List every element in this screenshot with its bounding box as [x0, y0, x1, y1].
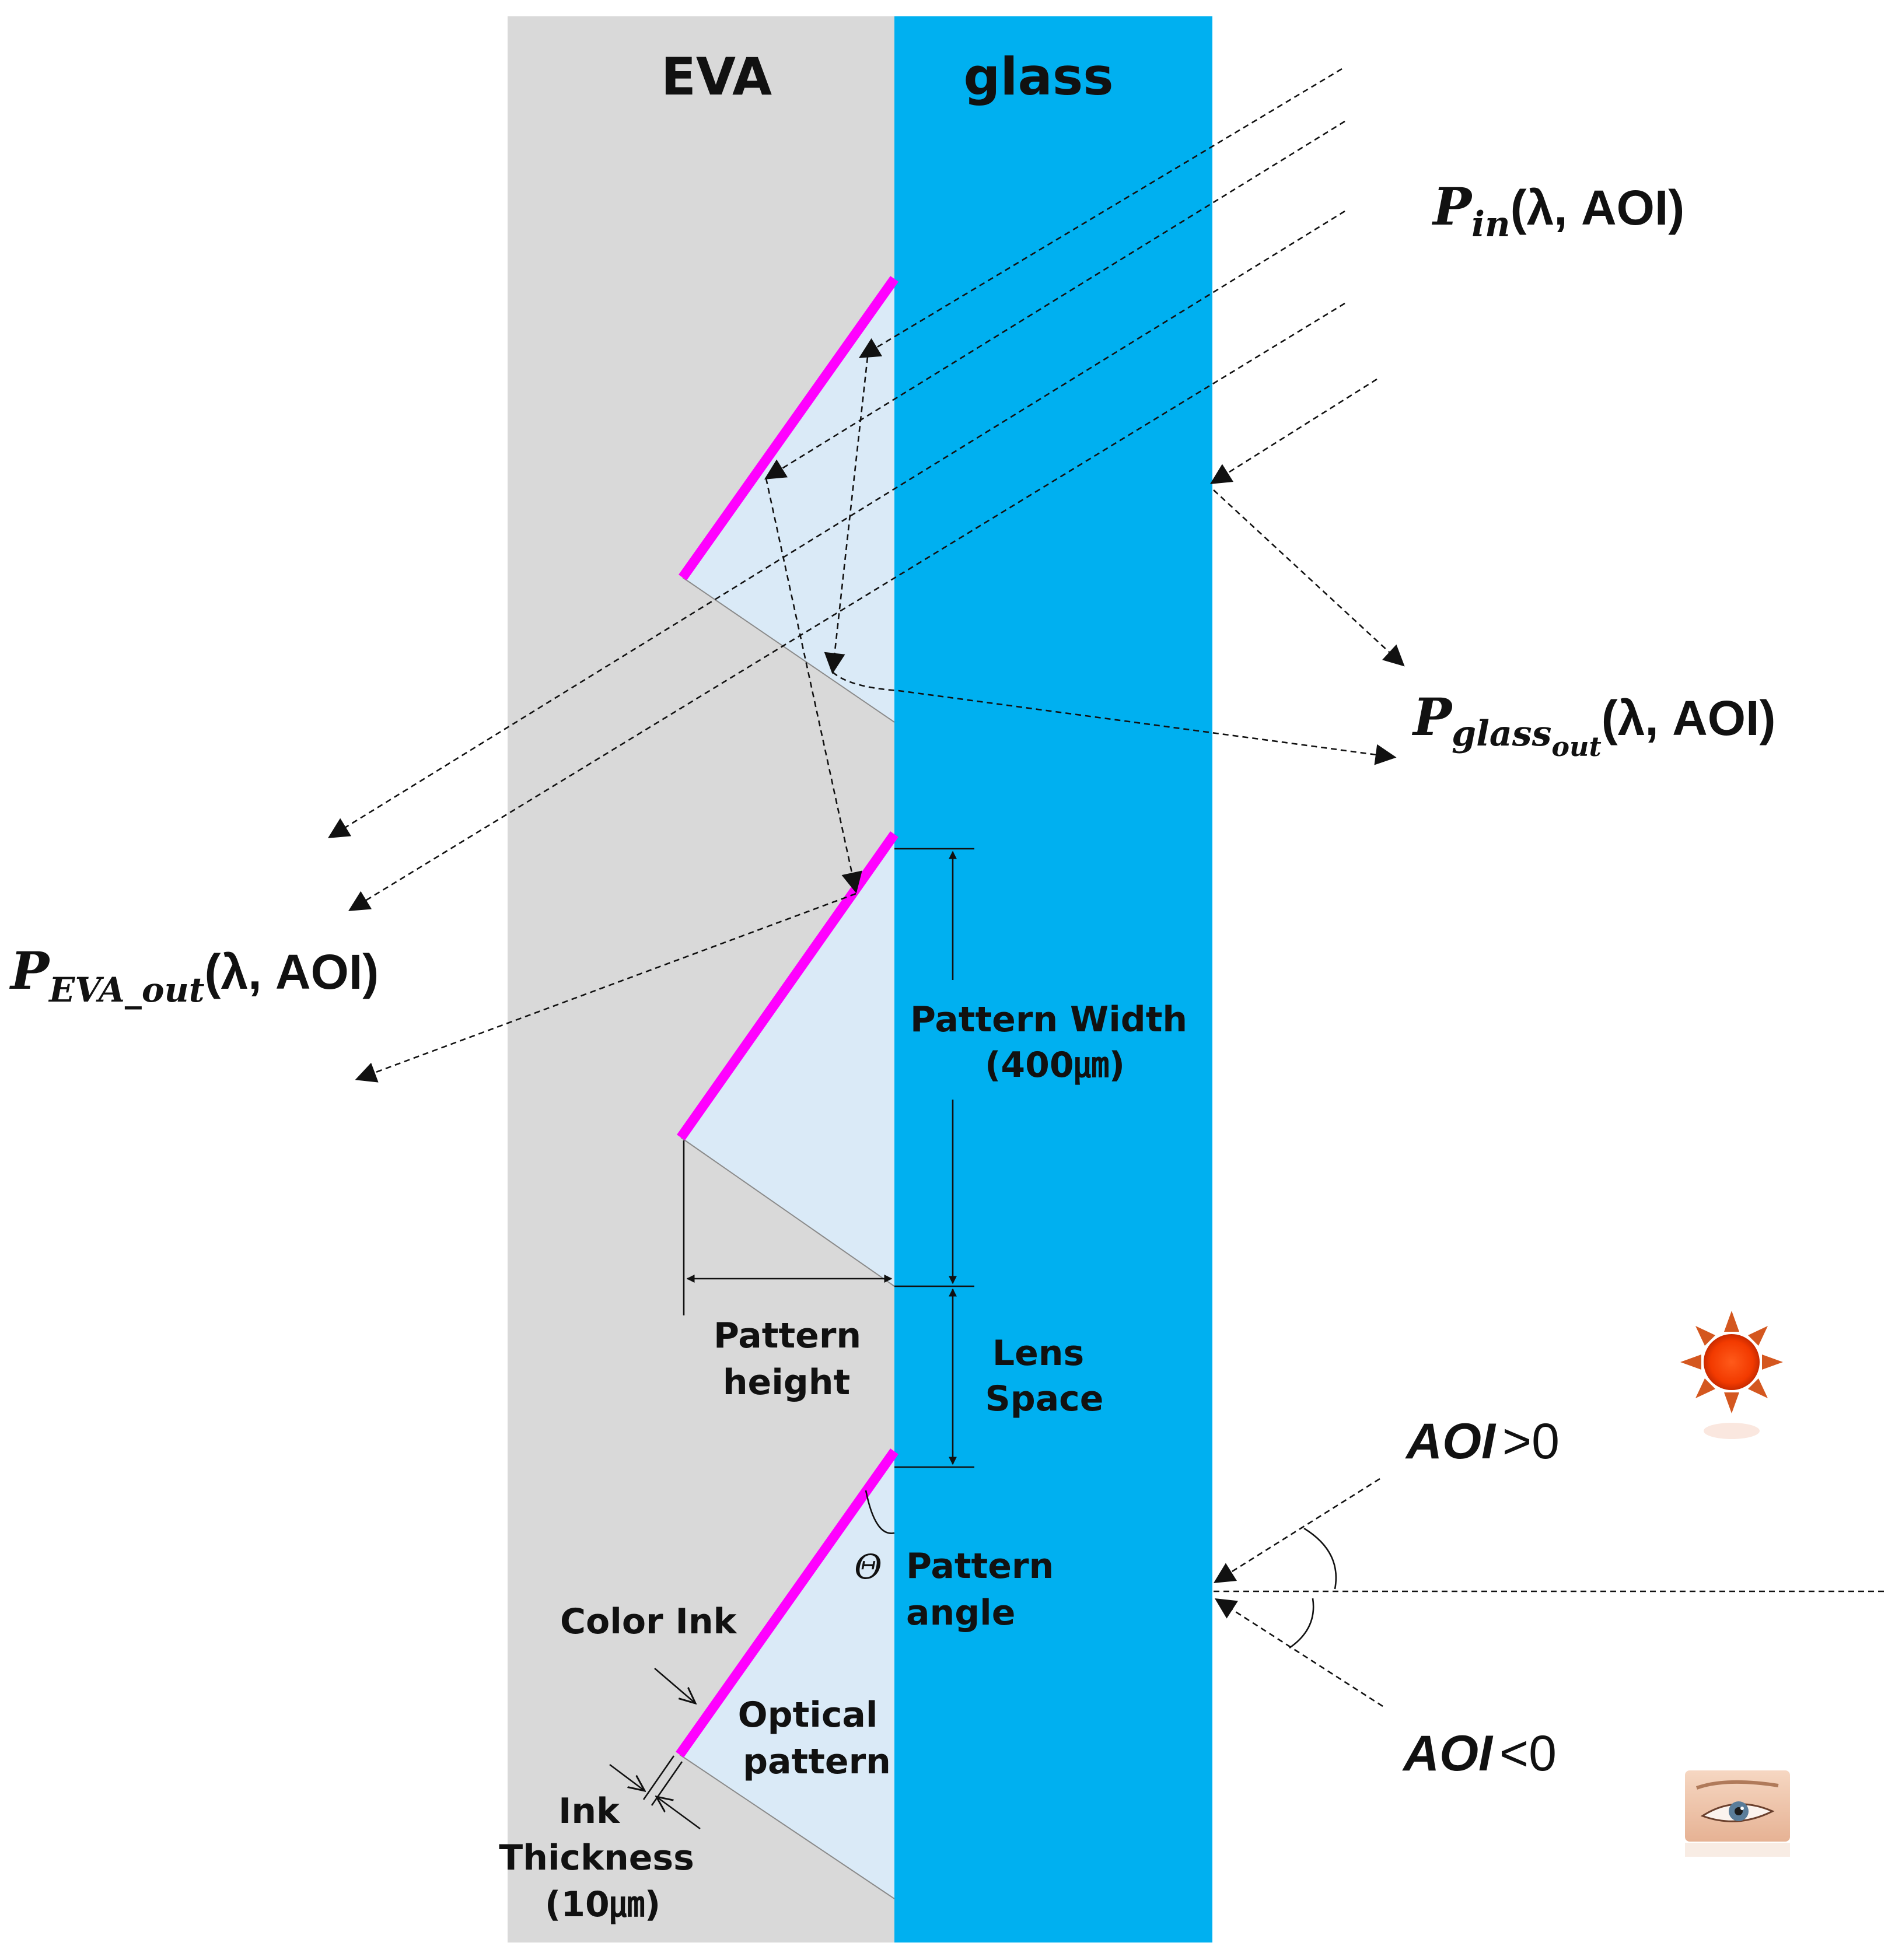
- optical-pattern-1: [683, 279, 894, 722]
- optical-pattern-3: [680, 1451, 894, 1899]
- lens-space-label: Lens Space: [985, 1333, 1104, 1419]
- ink-thickness-edge-a: [642, 1755, 675, 1800]
- pattern-3-lower-edge: [679, 1754, 895, 1899]
- reflected-ray-b: [765, 478, 862, 894]
- aoi-negative-arc: [1289, 1598, 1314, 1649]
- ink-thickness-arrow-b: [656, 1797, 701, 1830]
- ink-thickness-label: Ink Thickness (10㎛): [499, 1791, 706, 1925]
- glass-label: glass: [963, 47, 1113, 107]
- incident-ray-1: [858, 68, 1342, 358]
- color-ink-3: [676, 1448, 898, 1758]
- color-ink-pointer: [654, 1668, 695, 1703]
- svg-text:Pglassout(λ, AOI): Pglassout(λ, AOI): [1411, 687, 1775, 762]
- pattern-angle-arc: [865, 1490, 895, 1534]
- optical-pattern-2: [681, 834, 894, 1286]
- pattern-width-label: Pattern Width (400㎛): [910, 999, 1200, 1086]
- aoi-positive-label: AOI>0: [1405, 1413, 1560, 1469]
- incident-ray-3: [327, 210, 1345, 838]
- pattern-angle-symbol: Θ: [854, 1547, 882, 1587]
- eva-label: EVA: [661, 47, 772, 107]
- svg-text:PEVA_out(λ, AOI): PEVA_out(λ, AOI): [9, 940, 379, 1010]
- p-glass-out-label: Pglassout(λ, AOI): [1411, 687, 1775, 762]
- glass-out-ray: [832, 671, 1397, 765]
- incident-ray-4: [348, 302, 1345, 911]
- p-in-label: Pin(λ, AOI): [1431, 176, 1684, 245]
- svg-text:Pin(λ, AOI): Pin(λ, AOI): [1431, 176, 1684, 245]
- optical-pattern-label: Optical pattern: [738, 1695, 891, 1782]
- pattern-2-lower-edge: [680, 1137, 895, 1287]
- pattern-angle-label: Pattern angle: [906, 1546, 1066, 1633]
- ink-thickness-arrow-a: [609, 1763, 645, 1791]
- p-eva-out-label: PEVA_out(λ, AOI): [9, 940, 379, 1010]
- color-ink-label: Color Ink: [560, 1601, 738, 1642]
- reflected-ray-a: [824, 356, 869, 674]
- aoi-negative-label: AOI<0: [1402, 1726, 1557, 1782]
- glass-layer: [894, 16, 1212, 1943]
- aoi-negative-ray: [1214, 1598, 1383, 1707]
- color-ink-1: [679, 276, 898, 580]
- aoi-positive-ray: [1213, 1478, 1380, 1583]
- incident-ray-5: [1209, 378, 1377, 484]
- pattern-1-lower-edge: [682, 577, 895, 723]
- eye-icon: [1685, 1770, 1790, 1857]
- incident-ray-2: [764, 120, 1345, 480]
- pattern-height-label: Pattern height: [714, 1315, 873, 1403]
- aoi-positive-arc: [1303, 1527, 1337, 1590]
- glass-reflect-ray: [1213, 489, 1405, 667]
- sun-icon: [1680, 1311, 1783, 1439]
